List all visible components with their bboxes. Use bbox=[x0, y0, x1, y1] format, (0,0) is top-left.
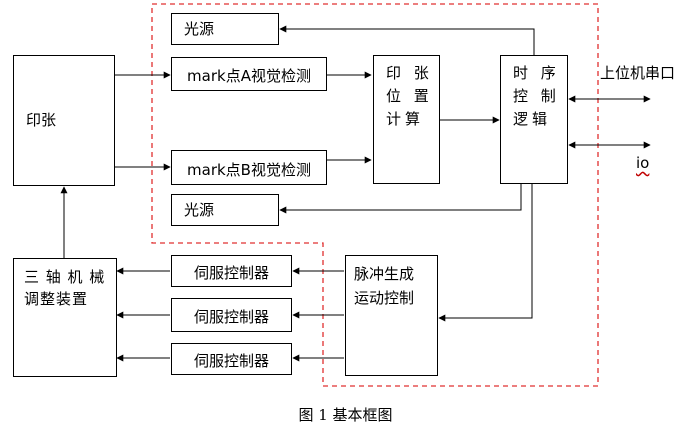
node-timing-logic-label: 时 序 控 制 逻辑 bbox=[513, 64, 560, 128]
arrow-timing-to-light-top bbox=[279, 25, 535, 55]
node-position-calc-label: 印 张 位 置 计算 bbox=[386, 64, 433, 128]
node-yinzhang: 印张 bbox=[13, 55, 115, 186]
node-position-calc: 印 张 位 置 计算 bbox=[373, 55, 440, 184]
node-mark-b-label: mark点B视觉检测 bbox=[187, 161, 311, 179]
node-yinzhang-label: 印张 bbox=[26, 111, 57, 129]
node-three-axis: 三 轴 机 械 调整装置 bbox=[13, 258, 117, 377]
node-mark-a-label: mark点A视觉检测 bbox=[187, 67, 311, 85]
node-timing-logic: 时 序 控 制 逻辑 bbox=[500, 55, 568, 184]
node-light-top-label: 光源 bbox=[184, 20, 215, 38]
node-pulse-gen: 脉冲生成 运动控制 bbox=[345, 255, 438, 376]
label-host-serial: 上位机串口 bbox=[600, 64, 676, 82]
node-servo-2-label: 伺服控制器 bbox=[193, 308, 269, 326]
node-servo-2: 伺服控制器 bbox=[171, 298, 292, 332]
node-mark-a: mark点A视觉检测 bbox=[171, 57, 327, 91]
node-light-bottom: 光源 bbox=[171, 194, 279, 226]
node-servo-1-label: 伺服控制器 bbox=[193, 264, 269, 282]
node-servo-3: 伺服控制器 bbox=[171, 343, 292, 375]
figure-caption: 图 1 基本框图 bbox=[298, 406, 393, 424]
node-mark-b: mark点B视觉检测 bbox=[171, 150, 327, 185]
node-three-axis-label: 三 轴 机 械 调整装置 bbox=[24, 268, 106, 308]
node-servo-1: 伺服控制器 bbox=[171, 255, 292, 287]
node-light-top: 光源 bbox=[171, 13, 279, 45]
arrow-timing-to-pulse bbox=[438, 184, 533, 322]
node-servo-3-label: 伺服控制器 bbox=[193, 352, 269, 370]
arrow-timing-to-light-bottom bbox=[279, 184, 522, 214]
dashed-boundary bbox=[151, 3, 599, 387]
node-light-bottom-label: 光源 bbox=[184, 201, 215, 219]
node-pulse-gen-label: 脉冲生成 运动控制 bbox=[354, 265, 415, 307]
label-io: io bbox=[636, 154, 650, 172]
